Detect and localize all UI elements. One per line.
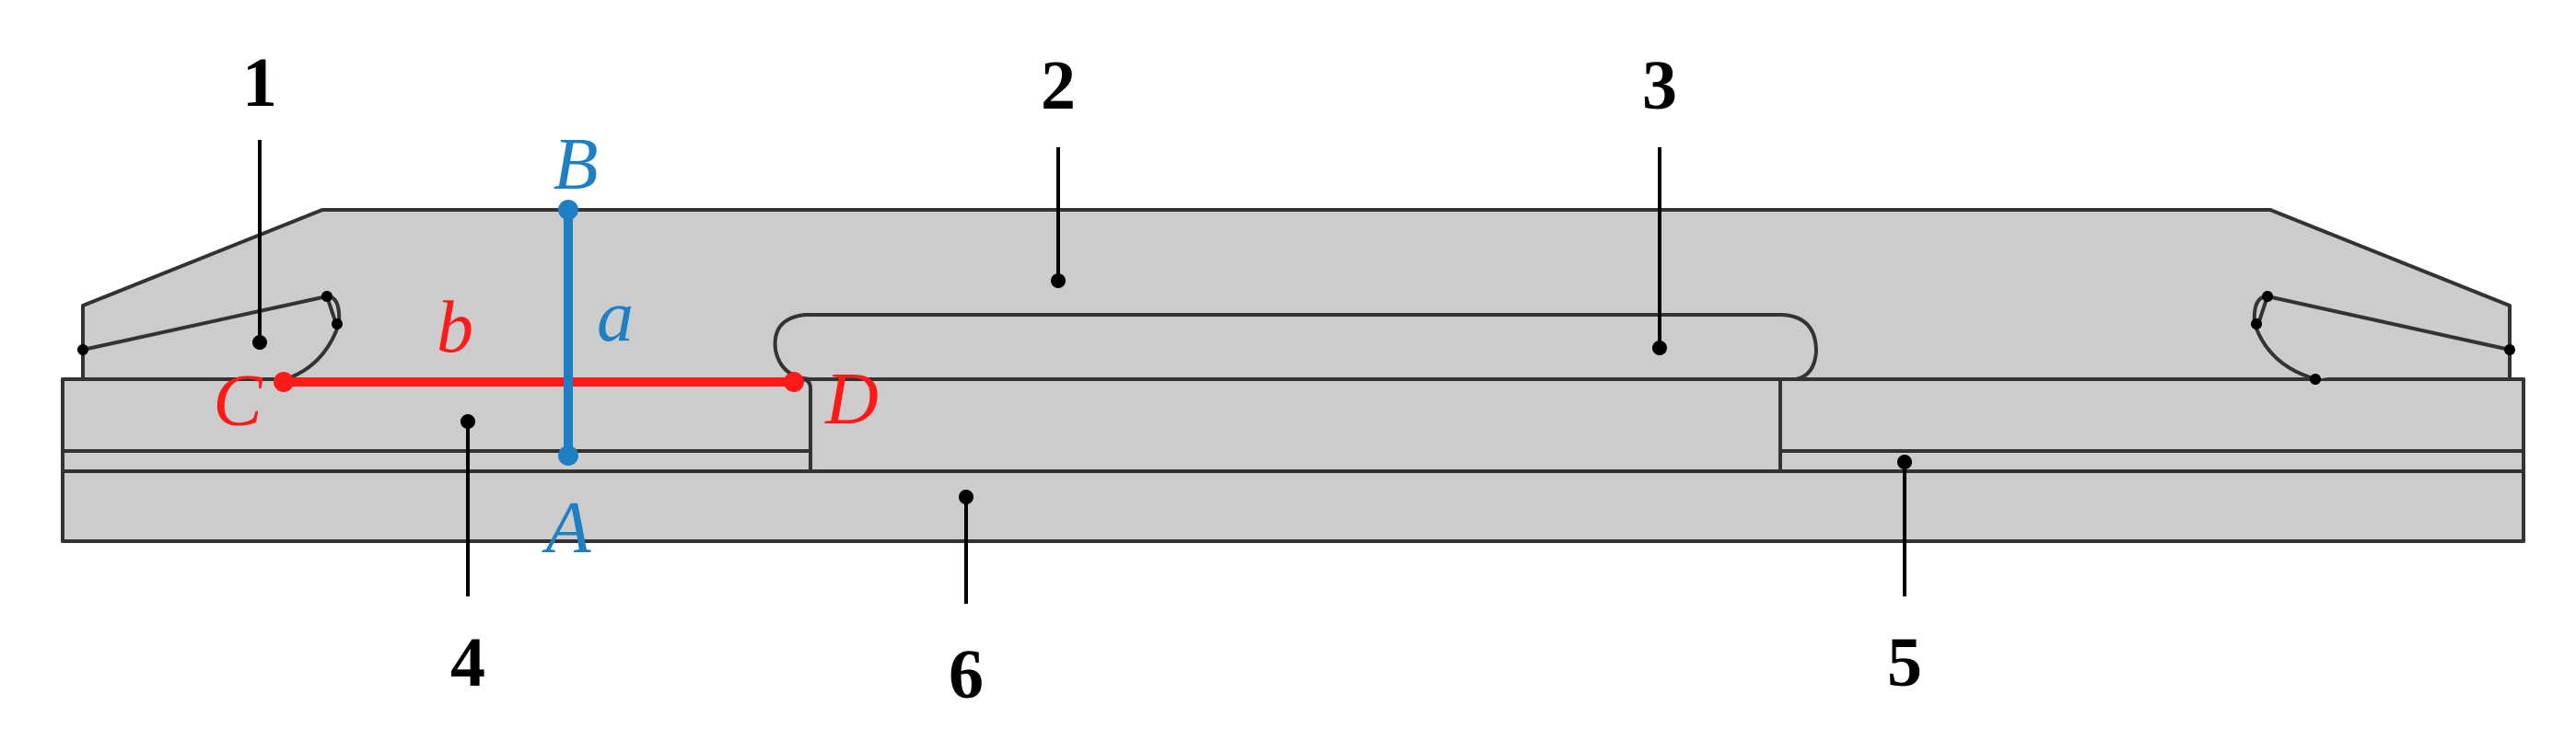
part-number-5: 5 — [1887, 624, 1922, 701]
part-number-3: 3 — [1642, 47, 1677, 124]
dimension-b-label: b — [437, 287, 473, 368]
point-b-label: B — [554, 124, 599, 205]
right-latch-dot-bottom — [2310, 374, 2321, 385]
part-4-5-middle-plate — [61, 377, 2525, 473]
left-latch-dot-mid — [332, 318, 343, 330]
point-c-label: C — [213, 361, 263, 442]
part-number-1: 1 — [242, 44, 277, 121]
point-d-marker — [784, 372, 804, 392]
leader-pin-4 — [460, 414, 475, 429]
point-a-marker — [558, 445, 578, 466]
dimension-a-label: a — [597, 276, 634, 357]
point-d-label: D — [824, 359, 879, 440]
right-latch-dot-top — [2262, 291, 2273, 302]
part-number-2: 2 — [1041, 47, 1076, 124]
leader-pin-6 — [959, 490, 973, 504]
point-c-marker — [274, 372, 294, 392]
leader-pin-5 — [1897, 455, 1912, 469]
leader-pin-2 — [1051, 273, 1066, 288]
part-number-4: 4 — [450, 624, 485, 701]
left-latch-dot-outer — [77, 344, 88, 355]
part-6-base-plate — [61, 469, 2525, 543]
leader-pin-1 — [252, 335, 267, 350]
leader-pin-3 — [1652, 341, 1667, 355]
part-number-6: 6 — [949, 636, 984, 713]
part-3-slider-head — [773, 313, 1818, 381]
point-b-marker — [558, 200, 578, 220]
right-latch-dot-mid — [2251, 318, 2262, 330]
point-a-label: A — [542, 488, 592, 569]
left-latch-dot-top — [321, 291, 332, 302]
right-latch-dot-outer — [2504, 344, 2515, 355]
